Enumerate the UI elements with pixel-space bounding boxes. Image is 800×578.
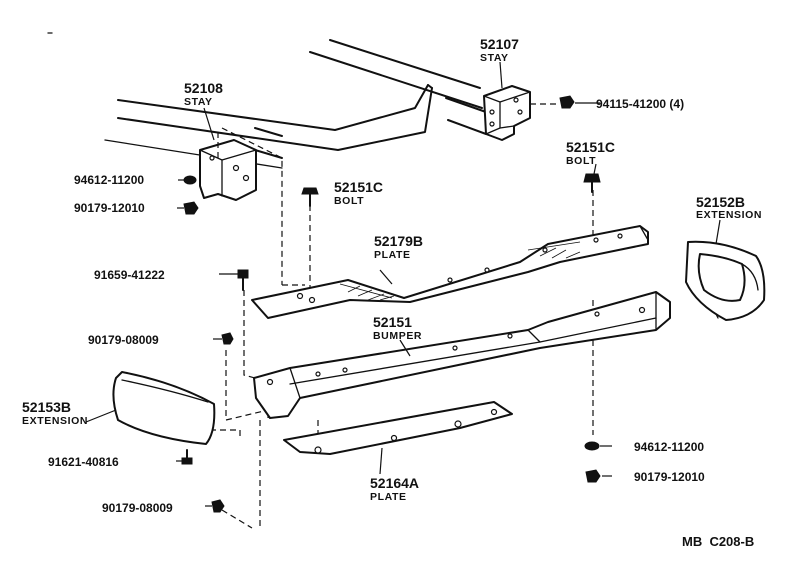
label-52108-number: 52108	[184, 80, 223, 96]
label-52164a-number: 52164A	[370, 475, 419, 491]
washer-94612-11200-top	[183, 175, 197, 185]
bolt-52151c-left	[301, 187, 319, 207]
label-52151c-left: 52151C BOLT	[334, 179, 383, 207]
label-90179-12010-top: 90179-12010	[74, 201, 145, 215]
label-52153b-name: EXTENSION	[22, 415, 88, 427]
label-52107-number: 52107	[480, 36, 519, 52]
label-52151c-right-name: BOLT	[566, 155, 596, 167]
label-52179b-name: PLATE	[374, 249, 411, 261]
bumper-52151-part	[253, 291, 671, 419]
label-90179-08009-mid: 90179-08009	[88, 333, 159, 347]
label-52151-number: 52151	[373, 314, 412, 330]
bolt-91621-40816	[181, 449, 193, 465]
label-52152b: 52152B EXTENSION	[696, 194, 762, 221]
bolt-52151c-right	[583, 173, 601, 193]
label-52179b-number: 52179B	[374, 233, 423, 249]
label-91621-40816: 91621-40816	[48, 455, 119, 469]
label-90179-12010-bottom: 90179-12010	[634, 470, 705, 484]
label-52152b-number: 52152B	[696, 194, 745, 210]
leader-lines	[85, 61, 721, 507]
label-52107-name: STAY	[480, 52, 509, 64]
label-52151c-left-name: BOLT	[334, 195, 364, 207]
label-52151c-right: 52151C BOLT	[566, 139, 615, 167]
label-94612-11200-bottom: 94612-11200	[634, 440, 704, 454]
label-52151-name: BUMPER	[373, 330, 422, 342]
stay-52107-part	[483, 85, 531, 141]
label-94612-11200-top: 94612-11200	[74, 173, 144, 187]
diagram-code: MB C208-B	[682, 534, 754, 549]
label-52151c-right-number: 52151C	[566, 139, 615, 155]
nut-94115-41200	[559, 95, 575, 109]
plate-52164a-part	[283, 401, 513, 455]
stay-52108-part	[199, 139, 257, 201]
label-90179-08009-bottom: 90179-08009	[102, 501, 173, 515]
label-52153b: 52153B EXTENSION	[22, 399, 88, 427]
plate-52179b-part	[251, 225, 649, 319]
extension-52153b-part	[112, 371, 216, 445]
nut-90179-08009-mid	[221, 332, 234, 345]
label-52108-name: STAY	[184, 96, 213, 108]
nut-90179-12010-top	[183, 201, 199, 215]
nut-90179-12010-bottom	[585, 469, 601, 483]
label-52151c-left-number: 52151C	[334, 179, 383, 195]
label-52179b: 52179B PLATE	[374, 233, 423, 261]
washer-94612-11200-bottom	[584, 441, 600, 451]
label-52164a-name: PLATE	[370, 491, 407, 503]
extension-52152b-part	[685, 240, 766, 321]
label-94115-41200: 94115-41200 (4)	[596, 97, 684, 111]
label-52107: 52107 STAY	[480, 36, 519, 64]
label-52108: 52108 STAY	[184, 80, 223, 108]
label-52153b-number: 52153B	[22, 399, 71, 415]
label-52151: 52151 BUMPER	[373, 314, 422, 342]
bolt-91659-41222	[237, 269, 249, 291]
label-91659-41222: 91659-41222	[94, 268, 165, 282]
nut-90179-08009-bottom	[211, 499, 225, 513]
label-52152b-name: EXTENSION	[696, 209, 762, 221]
label-52164a: 52164A PLATE	[370, 475, 419, 503]
vehicle-frame	[104, 39, 487, 169]
